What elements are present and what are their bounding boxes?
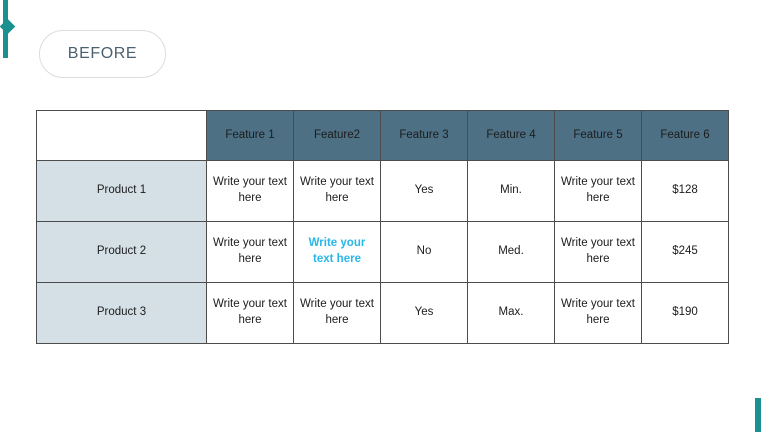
cell-r3-c1[interactable]: Write your text here (206, 282, 294, 344)
row-label-1[interactable]: Product 1 (36, 160, 207, 222)
cell-r3-c6[interactable]: $190 (641, 282, 729, 344)
row-label-2[interactable]: Product 2 (36, 221, 207, 283)
table-corner-cell (36, 110, 207, 161)
before-badge: BEFORE (39, 30, 166, 78)
cell-r1-c3[interactable]: Yes (380, 160, 468, 222)
column-header-4[interactable]: Feature 4 (467, 110, 555, 161)
cell-r1-c6[interactable]: $128 (641, 160, 729, 222)
cell-r2-c5[interactable]: Write your text here (554, 221, 642, 283)
column-header-2[interactable]: Feature2 (293, 110, 381, 161)
cell-r2-c2[interactable]: Write your text here (293, 221, 381, 283)
cell-r1-c4[interactable]: Min. (467, 160, 555, 222)
column-header-5[interactable]: Feature 5 (554, 110, 642, 161)
cell-r2-c1[interactable]: Write your text here (206, 221, 294, 283)
column-header-3[interactable]: Feature 3 (380, 110, 468, 161)
cell-r2-c4[interactable]: Med. (467, 221, 555, 283)
accent-bar-bottom-right (755, 398, 761, 432)
cell-r1-c5[interactable]: Write your text here (554, 160, 642, 222)
column-header-6[interactable]: Feature 6 (641, 110, 729, 161)
row-label-3[interactable]: Product 3 (36, 282, 207, 344)
column-header-1[interactable]: Feature 1 (206, 110, 294, 161)
cell-r3-c3[interactable]: Yes (380, 282, 468, 344)
cell-r3-c2[interactable]: Write your text here (293, 282, 381, 344)
cell-r3-c4[interactable]: Max. (467, 282, 555, 344)
cell-r2-c3[interactable]: No (380, 221, 468, 283)
cell-r2-c6[interactable]: $245 (641, 221, 729, 283)
cell-r1-c1[interactable]: Write your text here (206, 160, 294, 222)
cell-r1-c2[interactable]: Write your text here (293, 160, 381, 222)
cell-r3-c5[interactable]: Write your text here (554, 282, 642, 344)
before-badge-label: BEFORE (67, 45, 138, 62)
